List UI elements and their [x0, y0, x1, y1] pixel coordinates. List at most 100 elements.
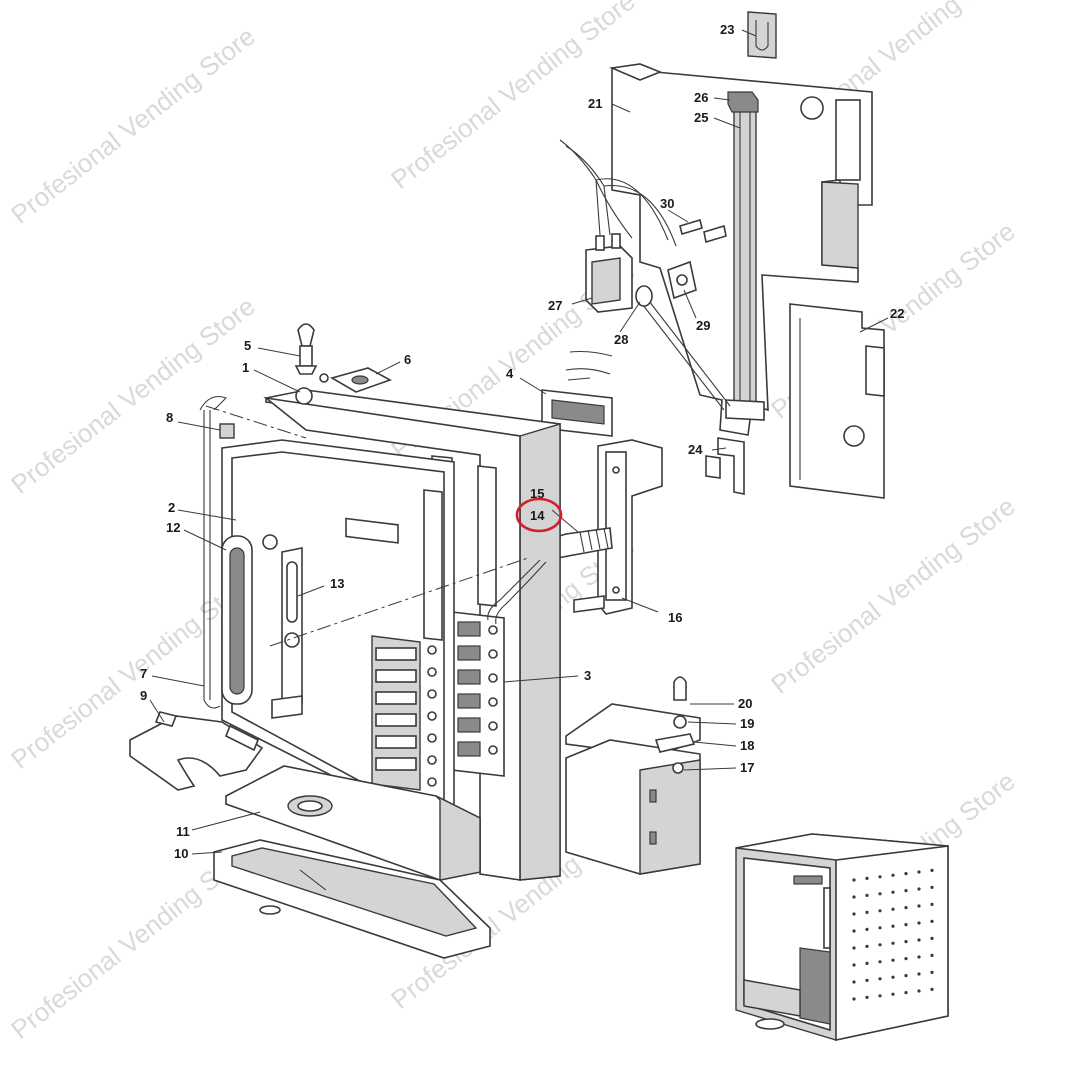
vent-hole	[865, 910, 869, 915]
callout-28: 28	[614, 332, 628, 347]
vent-hole	[865, 961, 869, 966]
vent-hole	[930, 868, 934, 873]
vent-hole	[904, 889, 908, 893]
vent-holes	[852, 868, 934, 1001]
callout-25: 25	[694, 110, 708, 125]
callout-30: 30	[660, 196, 674, 211]
watermark: Profesional Vending Store	[765, 491, 1020, 700]
vent-hole	[891, 941, 895, 945]
alignment-line	[269, 557, 529, 647]
callout-14: 14	[530, 508, 545, 523]
callout-18: 18	[740, 738, 754, 753]
vent-hole	[904, 906, 908, 910]
small-bracket	[705, 437, 745, 495]
vent-hole	[904, 872, 908, 876]
vent-hole	[852, 929, 856, 933]
assembled-machine-inset	[735, 833, 949, 1041]
callout-20: 20	[738, 696, 752, 711]
callout-29: 29	[696, 318, 710, 333]
callout-11: 11	[176, 824, 190, 839]
coin-cable	[487, 559, 541, 621]
vent-hole	[917, 887, 921, 891]
vent-hole	[878, 875, 882, 879]
vent-hole	[917, 989, 921, 993]
vent-hole	[852, 980, 856, 984]
callout-13: 13	[330, 576, 344, 591]
vent-hole	[865, 927, 869, 932]
vent-hole	[891, 975, 895, 979]
vent-hole	[852, 912, 856, 916]
vent-hole	[917, 972, 921, 976]
callout-2: 2	[168, 500, 175, 515]
vent-hole	[930, 919, 934, 924]
side-panel	[789, 303, 885, 499]
vent-hole	[891, 992, 895, 996]
vent-hole	[930, 902, 934, 907]
vent-hole	[891, 907, 895, 911]
vent-hole	[904, 957, 908, 961]
callout-27: 27	[548, 298, 562, 313]
vent-hole	[891, 873, 895, 877]
coin-cable	[495, 561, 547, 625]
vent-hole	[865, 893, 869, 898]
latch-bracket	[271, 547, 303, 719]
vent-hole	[904, 991, 908, 995]
vent-hole	[852, 895, 856, 899]
vent-hole	[852, 946, 856, 950]
callout-17: 17	[740, 760, 754, 775]
vent-hole	[904, 940, 908, 944]
vent-hole	[930, 970, 934, 975]
callout-8: 8	[166, 410, 173, 425]
vent-hole	[878, 909, 882, 913]
watermark: Profesional Vending Store	[5, 21, 260, 230]
callout-16: 16	[668, 610, 682, 625]
callout-24: 24	[688, 442, 703, 457]
vent-hole	[917, 870, 921, 874]
gasket-6	[329, 367, 392, 393]
vent-hole	[891, 958, 895, 962]
callout-labels: 1 2 3 4 5 6 7 8 9 10 11 12 13 14 15 16 1…	[140, 22, 904, 861]
vent-hole	[852, 878, 856, 882]
vent-hole	[878, 994, 882, 998]
callout-15: 15	[530, 486, 544, 501]
selection-buttons	[451, 611, 505, 777]
vent-hole	[865, 978, 869, 983]
vent-hole	[930, 953, 934, 958]
vent-hole	[891, 924, 895, 928]
vent-hole	[917, 904, 921, 908]
vent-hole	[878, 960, 882, 964]
vent-hole	[865, 944, 869, 949]
heating-tube	[725, 91, 765, 421]
callout-9: 9	[140, 688, 147, 703]
vent-hole	[930, 936, 934, 941]
highlight-circle	[515, 497, 563, 533]
vent-hole	[865, 876, 869, 881]
vent-hole	[865, 995, 869, 1000]
vent-hole	[852, 963, 856, 967]
alignment-line	[205, 405, 307, 439]
callout-6: 6	[404, 352, 411, 367]
door-handle	[221, 534, 278, 705]
leader-lines	[149, 29, 889, 855]
callout-22: 22	[890, 306, 904, 321]
sensor-rod	[635, 260, 731, 411]
callout-1: 1	[242, 360, 249, 375]
vent-hole	[904, 923, 908, 927]
callout-23: 23	[720, 22, 734, 37]
wiring-harness	[559, 139, 677, 247]
vent-hole	[930, 885, 934, 890]
callout-4: 4	[506, 366, 514, 381]
cup-holder	[129, 711, 264, 791]
vent-hole	[904, 974, 908, 978]
callout-12: 12	[166, 520, 180, 535]
clip-8	[219, 423, 235, 439]
vent-hole	[917, 955, 921, 959]
callout-19: 19	[740, 716, 754, 731]
drip-tray	[213, 839, 491, 959]
screw-30	[679, 218, 727, 244]
clip-part	[747, 11, 777, 59]
vent-hole	[878, 977, 882, 981]
callout-26: 26	[694, 90, 708, 105]
callout-7: 7	[140, 666, 147, 681]
